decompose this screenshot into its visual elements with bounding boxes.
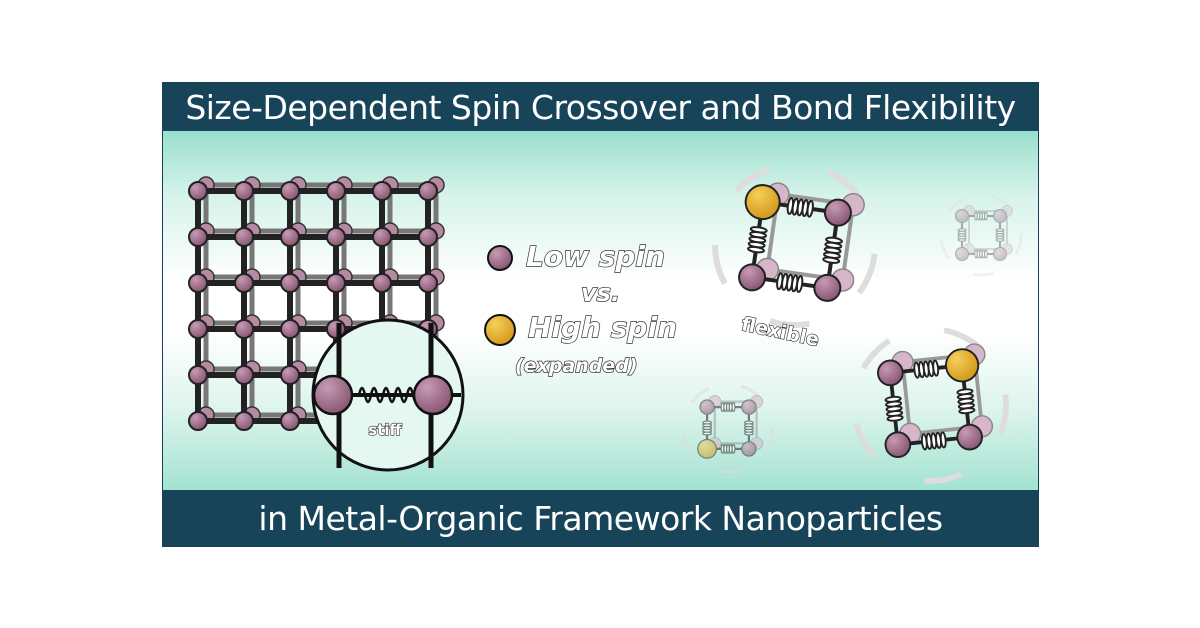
legend-high-spin: High spin [527,310,677,344]
lattice-atom [234,273,254,293]
low-spin-atom [993,209,1007,223]
low-spin-atom [955,247,969,261]
nanoparticle-cluster [939,193,1023,277]
zoom-inset: stiff [311,318,465,472]
lattice-atom [280,181,300,201]
lattice-atom [188,227,208,247]
lattice-atom [418,181,438,201]
low-spin-atom [956,423,983,451]
high-spin-atom [744,184,781,221]
high-spin-atom [697,439,717,459]
lattice-atom [326,273,346,293]
lattice-atom [234,365,254,385]
lattice-atom [326,227,346,247]
lattice-atom [188,319,208,339]
lattice-atom [280,273,300,293]
low-spin-atom [412,374,454,416]
title-banner-top: Size-Dependent Spin Crossover and Bond F… [163,83,1038,131]
legend-vs: vs. [580,278,621,307]
title-top: Size-Dependent Spin Crossover and Bond F… [185,87,1016,127]
low-spin-atom [312,374,354,416]
lattice-atom [326,181,346,201]
high-spin-legend-atom [484,314,516,346]
lattice-atom [188,365,208,385]
lattice-atom [234,319,254,339]
title-bottom: in Metal-Organic Framework Nanoparticles [258,498,943,538]
high-spin-atom [945,348,980,383]
low-spin-atom [955,209,969,223]
nanoparticle-cluster [682,382,774,474]
low-spin-atom [993,247,1007,261]
low-spin-atom [823,198,852,227]
lattice-atom [188,181,208,201]
spring-icon [357,386,421,404]
graphical-abstract: Size-Dependent Spin Crossover and Bond F… [162,82,1039,547]
lattice-atom [234,411,254,431]
low-spin-atom [741,399,757,415]
low-spin-atom [699,399,715,415]
stiff-label: stiff [368,421,402,439]
lattice-atom [418,227,438,247]
low-spin-atom [813,273,842,302]
low-spin-atom [738,263,767,292]
nanoparticle-cluster [712,162,878,328]
lattice-atom [372,273,392,293]
lattice-atom [188,411,208,431]
lattice-atom [234,227,254,247]
low-spin-atom [877,359,904,387]
flexible-nanoparticles [682,162,1023,484]
nanoparticle-cluster [851,326,1009,484]
low-spin-atom [741,441,757,457]
title-banner-bottom: in Metal-Organic Framework Nanoparticles [163,490,1038,546]
legend-expanded: (expanded) [514,354,638,377]
lattice-atom [280,227,300,247]
legend-low-spin: Low spin [525,239,665,273]
lattice-atom [188,273,208,293]
lattice-atom [418,273,438,293]
illustration-art: stiff flexible [188,162,1023,484]
lattice-atom [234,181,254,201]
low-spin-atom [884,431,912,458]
lattice-atom [280,365,300,385]
low-spin-legend-atom [487,245,513,271]
lattice-atom [372,181,392,201]
lattice-atom [280,411,300,431]
flexible-label: flexible [739,313,821,351]
lattice-atom [280,319,300,339]
lattice-atom [372,227,392,247]
